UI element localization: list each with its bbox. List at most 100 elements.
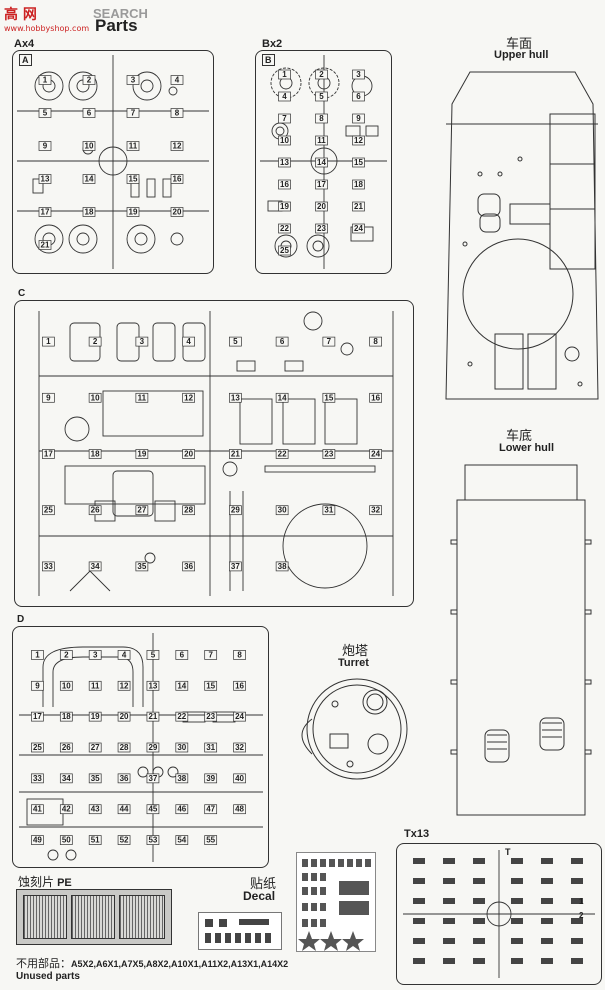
pe-label: 蚀刻片 PE: [18, 873, 72, 890]
sprue-b-part-number: 4: [282, 92, 287, 101]
sprue-d-part-number: 11: [91, 681, 100, 690]
sprue-c-part-number: 27: [137, 506, 146, 515]
pe-grille-3: [119, 895, 165, 939]
sprue-d-part-number: 6: [180, 650, 185, 659]
sprue-d-part-number: 32: [235, 743, 244, 752]
sprue-b-part-number: 5: [319, 92, 324, 101]
sprue-a-part-number: 18: [85, 208, 94, 217]
track-link: [443, 958, 455, 964]
sprue-c-part-number: 14: [278, 393, 287, 402]
sprue-d-part-number: 25: [33, 743, 42, 752]
sprue-c-part-number: 30: [278, 506, 287, 515]
sprue-b-part-box: [352, 69, 365, 80]
sprue-d-part-box: [31, 711, 44, 722]
sprue-d-part-box: [59, 742, 73, 753]
sprue-d-part-box: [204, 835, 218, 845]
track-link: [571, 918, 583, 924]
sprue-c-part-number: 2: [93, 337, 98, 346]
sprue-a-part-number: 21: [41, 241, 50, 250]
sprue-d-part-box: [233, 650, 246, 660]
sprue-a-part-number: 13: [41, 175, 50, 184]
sprue-b-part-box: [352, 223, 365, 234]
sprue-c-part-box: [229, 505, 242, 516]
track-link: [571, 898, 583, 904]
sprue-b-part-box: [315, 179, 328, 190]
sprue-a-part-number: 15: [129, 175, 138, 184]
sprue-b-part-box: [278, 113, 291, 124]
sprue-c-part-number: 22: [278, 450, 287, 459]
sprue-a-part-box: [170, 75, 184, 85]
sprue-d-part-number: 13: [148, 681, 157, 690]
sprue-b-part-box: [315, 223, 328, 234]
sprue-c-part-number: 31: [324, 506, 333, 515]
sprue-d-part-box: [146, 711, 160, 722]
sprue-a-part-box: [126, 108, 140, 118]
sprue-d-part-number: 52: [120, 836, 129, 845]
sprue-a-letter: A: [19, 54, 32, 66]
sprue-d-part-number: 46: [177, 805, 186, 814]
sprue-a-part-box: [38, 174, 52, 184]
sprue-a-part-box: [38, 141, 52, 151]
sprue-a-part-box: [82, 108, 96, 118]
sprue-c-part-number: 4: [186, 337, 191, 346]
sprue-d-part-box: [204, 680, 218, 691]
sprue-c-part-number: 9: [46, 393, 51, 402]
sprue-c-part-number: 7: [327, 337, 332, 346]
sprue-t-part-number: 2: [579, 911, 584, 920]
sprue-b-part-number: 25: [280, 246, 289, 255]
sprue-d-part-number: 16: [235, 681, 244, 690]
track-link: [413, 898, 425, 904]
sprue-d-part-box: [175, 773, 189, 784]
sprue-b-part-number: 9: [356, 114, 361, 123]
sprue-d-part-number: 49: [33, 836, 42, 845]
sprue-d-part-number: 44: [120, 805, 129, 814]
sprue-d-part-number: 36: [120, 774, 129, 783]
sprue-c-part-number: 8: [373, 337, 378, 346]
sprue-c-part-box: [369, 505, 382, 516]
sprue-d-part-number: 2: [64, 650, 69, 659]
sprue-d-part-number: 24: [235, 712, 244, 721]
sprue-d-part-number: 15: [206, 681, 215, 690]
sprue-d-part-box: [146, 835, 160, 845]
unused-parts-line: 不用部品：A5X2,A6X1,A7X5,A8X2,A10X1,A11X2,A13…: [16, 955, 288, 971]
sprue-b-part-number: 14: [317, 158, 326, 167]
watermark-url: www.hobbyshop.com: [4, 24, 90, 33]
sprue-b-part-box: [315, 91, 328, 102]
watermark-logo: 高 网 www.hobbyshop.com: [4, 4, 89, 33]
track-link: [511, 898, 523, 904]
sprue-d-part-box: [233, 804, 246, 815]
sprue-c-part-number: 34: [91, 562, 100, 571]
sprue-c-part-box: [275, 505, 289, 516]
sprue-c-part-number: 24: [371, 450, 380, 459]
sprue-d-part-number: 5: [151, 650, 156, 659]
sprue-c-part-box: [135, 505, 149, 516]
sprue-b-part-box: [278, 179, 291, 190]
track-link: [413, 938, 425, 944]
sprue-d-part-box: [175, 742, 189, 753]
track-link: [571, 878, 583, 884]
track-link: [541, 878, 553, 884]
sprue-d-part-box: [233, 742, 246, 753]
sprue-c-part-number: 5: [233, 337, 238, 346]
sprue-t-letter: T: [505, 847, 511, 857]
sprue-b-part-number: 1: [282, 70, 287, 79]
sprue-d-part-box: [31, 804, 44, 815]
sprue-d-part-box: [117, 711, 131, 722]
sprue-c-part-box: [322, 336, 336, 347]
sprue-d-part-box: [146, 650, 160, 660]
sprue-a-part-number: 9: [43, 142, 48, 151]
unused-parts-list: A5X2,A6X1,A7X5,A8X2,A10X1,A11X2,A13X1,A1…: [71, 959, 289, 969]
sprue-b-part-box: [278, 157, 291, 168]
sprue-c-part-number: 13: [231, 393, 240, 402]
sprue-a-part-box: [170, 174, 184, 184]
sprue-a-part-number: 17: [41, 208, 50, 217]
track-link: [413, 858, 425, 864]
sprue-c-part-box: [42, 449, 55, 459]
sprue-d-part-box: [88, 804, 102, 815]
sprue-a-part-number: 11: [129, 142, 138, 151]
sprue-b-part-number: 22: [280, 224, 289, 233]
